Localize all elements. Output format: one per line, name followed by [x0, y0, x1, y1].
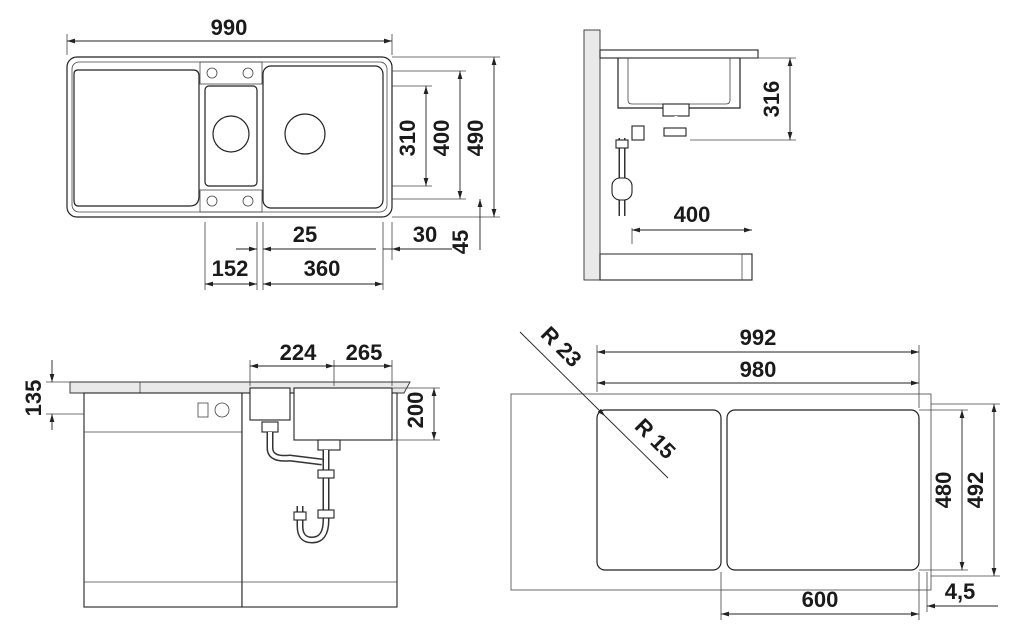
front-view-small-bowl	[249, 387, 291, 421]
dim-265: 265	[346, 340, 383, 365]
dim-600: 600	[802, 587, 839, 612]
cutout-right-panel	[726, 409, 920, 571]
dim-400: 400	[429, 120, 454, 157]
top-view-small-bowl	[204, 85, 258, 187]
dim-152: 152	[212, 256, 249, 281]
dim-490: 490	[463, 120, 488, 157]
top-view-large-bowl	[262, 65, 384, 209]
dim-r15: R 15	[630, 413, 681, 464]
dim-400-side: 400	[674, 202, 711, 227]
dim-980: 980	[740, 357, 777, 382]
dim-310: 310	[395, 120, 420, 157]
side-view: 316 400	[583, 29, 796, 281]
front-view-dishwasher	[83, 392, 243, 608]
dim-316: 316	[759, 81, 784, 118]
dim-992: 992	[740, 325, 777, 350]
dim-360: 360	[304, 256, 341, 281]
dim-492: 492	[963, 472, 988, 509]
dim-4-5: 4,5	[945, 579, 976, 604]
dim-30: 30	[413, 222, 437, 247]
side-view-bowl	[617, 58, 741, 109]
cutout-left-panel	[596, 409, 722, 571]
top-view-drainer	[73, 69, 200, 207]
dim-r23: R 23	[536, 321, 587, 372]
dim-224: 224	[280, 340, 317, 365]
dim-135: 135	[21, 380, 46, 417]
dim-25: 25	[293, 222, 317, 247]
side-view-wall	[583, 29, 601, 281]
top-view-large-drain	[284, 113, 326, 155]
top-view-small-drain	[212, 115, 250, 153]
dim-45: 45	[448, 230, 473, 254]
dim-480: 480	[931, 472, 956, 509]
dim-990: 990	[211, 15, 248, 40]
top-view-outer-rim	[66, 56, 393, 218]
front-view-large-bowl	[293, 387, 393, 441]
top-view: 990 310 400 490 45 25 30 152 360	[66, 15, 500, 290]
front-view: 135 224 265 200	[21, 340, 440, 608]
dim-200: 200	[403, 392, 428, 429]
cutout-view: 992 980 R 23 R 15 480 492 600 4,5	[510, 321, 1000, 620]
